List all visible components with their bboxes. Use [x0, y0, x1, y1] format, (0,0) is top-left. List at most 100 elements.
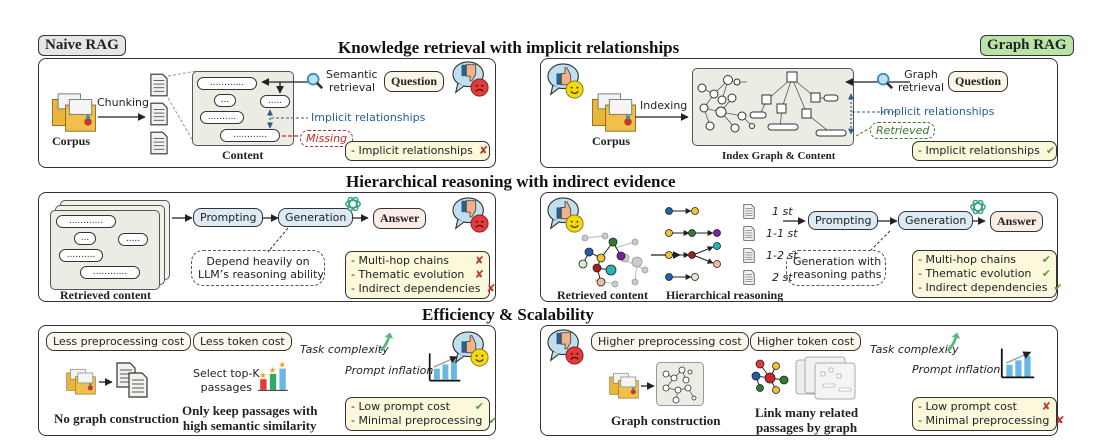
note-connector [267, 227, 289, 253]
eval-text: - Thematic evolution [351, 268, 465, 281]
to-graph-arrow [641, 382, 655, 390]
select-line2: passages [200, 381, 253, 394]
naive-retrieval-eval: - Implicit relationships✘ [345, 141, 490, 161]
ranked-passages-icon [257, 360, 289, 392]
check-icon: ✔ [1041, 267, 1051, 280]
eval-text: - Indirect dependencies [918, 281, 1048, 294]
retrieval-line1: Graph [904, 68, 938, 81]
chunking-label: Chunking [97, 96, 149, 109]
doc-icon [743, 270, 755, 285]
docs-icon [116, 362, 148, 398]
eval-text: - Thematic evolution [918, 267, 1032, 280]
prompt-inflation-label: Prompt inflation [912, 363, 1001, 376]
openai-icon [969, 198, 987, 216]
step-label: 1-1 st [766, 227, 798, 240]
cross-icon: ✘ [486, 282, 496, 295]
eval-text: - Multi-hop chains [351, 254, 450, 267]
section-title-reasoning: Hierarchical reasoning with indirect evi… [346, 172, 676, 191]
chunk: .......... [200, 111, 244, 124]
less-preprocessing-pill: Less preprocessing cost [46, 332, 192, 351]
question-pill: Question [948, 71, 1009, 92]
prompting-pill: Prompting [193, 208, 264, 227]
retrieval-line2: retrieval [898, 81, 945, 94]
cross-icon: ✘ [1055, 414, 1065, 427]
graph-rag-tag: Graph RAG [980, 35, 1074, 56]
no-graph-construction-label: No graph construction [54, 411, 179, 426]
openai-icon [344, 195, 362, 213]
answer-pill: Answer [990, 211, 1044, 232]
task-complexity-label: Task complexity [300, 343, 389, 356]
prompting-pill: Prompting [808, 211, 879, 230]
graph-efficiency-eval: - Low prompt cost✘ - Minimal preprocessi… [912, 397, 1065, 431]
generation-pill: Generation [278, 208, 354, 227]
check-icon: ✔ [474, 400, 484, 413]
eval-text: - Indirect dependencies [351, 282, 481, 295]
caption-line2: high semantic similarity [182, 418, 317, 433]
naive-efficiency-eval: - Low prompt cost✔ - Minimal preprocessi… [345, 397, 498, 431]
zoom-lines [167, 70, 197, 147]
section-title-retrieval: Knowledge retrieval with implicit relati… [338, 38, 680, 57]
doc-icon [743, 226, 755, 241]
eval-row: - Implicit relationships✔ [918, 144, 1055, 158]
to-docs-arrow [99, 378, 113, 386]
stacked-passages-icon [795, 356, 856, 400]
linked-passages-graph-icon [751, 359, 789, 394]
indexing-arrow [635, 113, 689, 121]
note-line1: Generation with [793, 255, 882, 268]
check-icon: ✔ [1053, 281, 1063, 294]
doc-icon [743, 204, 755, 219]
eval-text: - Implicit relationships [918, 144, 1040, 157]
hierarchical-reasoning-label: Hierarchical reasoning [666, 288, 784, 302]
missing-label: Missing [300, 130, 354, 147]
thumbs-up-happy-icon [546, 62, 586, 100]
cross-icon: ✘ [1041, 400, 1051, 413]
doc-icon [150, 102, 168, 126]
thumbs-down-sad-icon [546, 328, 586, 366]
thumbs-down-sad-icon [451, 60, 491, 98]
implicit-relationships-label: Implicit relationships [311, 111, 426, 124]
chunk: ... [74, 232, 96, 245]
corpus-folder-icon [590, 92, 638, 134]
note-line1: Depend heavily on [206, 255, 310, 268]
less-token-pill: Less token cost [193, 332, 292, 351]
doc-icon [743, 248, 755, 263]
check-icon: ✔ [488, 414, 498, 427]
eval-text: - Minimal preprocessing [351, 414, 483, 427]
thumbs-down-sad-icon [451, 196, 491, 234]
knowledge-graph-icon [578, 232, 649, 288]
higher-preprocessing-pill: Higher preprocessing cost [591, 332, 749, 351]
question-pill: Question [384, 71, 445, 92]
eval-text: - Implicit relationships [351, 144, 473, 157]
chunk: ............ [220, 129, 280, 142]
doc-icon [150, 131, 168, 155]
generation-pill: Generation [898, 211, 974, 230]
thumbs-up-happy-icon [451, 330, 491, 368]
search-icon [876, 72, 894, 90]
eval-row: - Multi-hop chains✔ [918, 253, 1051, 267]
section-title-efficiency: Efficiency & Scalability [422, 305, 594, 324]
step-label: 1 st [772, 205, 793, 218]
eval-row: - Minimal preprocessing ✔ [351, 414, 498, 428]
prompt-inflation-label: Prompt inflation [345, 364, 434, 377]
retrieved-content-label: Retrieved content [60, 288, 151, 302]
implicit-relationships-label: Implicit relationships [880, 105, 995, 118]
chunk: ..... [118, 233, 148, 246]
growth-arrow-icon [945, 332, 961, 352]
caption-line1: Only keep passages with [182, 403, 318, 418]
retrieval-line2: retrieval [329, 81, 376, 94]
retrieval-arrows [261, 78, 310, 137]
graph-construction-label: Graph construction [611, 413, 721, 428]
reasoning-paths [665, 207, 721, 281]
corpus-label: Corpus [52, 134, 91, 148]
eval-row: - Implicit relationships✘ [351, 144, 488, 158]
eval-row: - Thematic evolution ✔ [918, 267, 1051, 281]
retrieval-line1: Semantic [326, 68, 378, 81]
cross-icon: ✘ [474, 268, 484, 281]
higher-token-pill: Higher token cost [750, 332, 862, 351]
note-line2: LLM’s reasoning ability [198, 268, 324, 281]
